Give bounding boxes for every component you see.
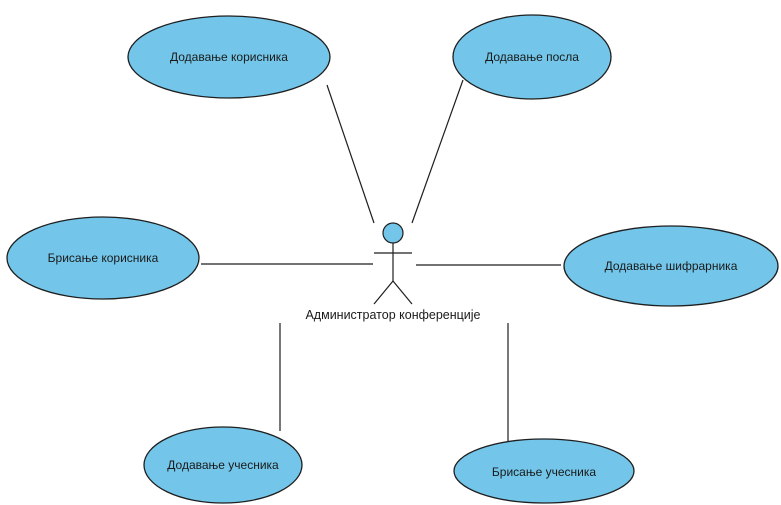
- association-add-job: [411, 79, 464, 224]
- use-case-add-user[interactable]: Додавање корисника: [127, 15, 331, 99]
- use-case-label: Додавање учесника: [167, 458, 279, 472]
- use-case-add-codebook[interactable]: Додавање шифрарника: [563, 225, 779, 307]
- use-case-label: Брисање корисника: [48, 251, 159, 265]
- use-case-label: Додавање шифрарника: [605, 259, 738, 273]
- use-case-delete-participant[interactable]: Брисање учесника: [453, 438, 635, 504]
- use-case-add-participant[interactable]: Додавање учесника: [143, 426, 303, 504]
- use-case-label: Додавање корисника: [170, 50, 288, 64]
- use-case-add-job[interactable]: Додавање посла: [452, 14, 612, 100]
- use-case-ellipse: [127, 15, 331, 99]
- use-case-ellipse: [453, 438, 635, 504]
- use-case-delete-user[interactable]: Брисање корисника: [6, 216, 200, 300]
- association-add-user: [326, 84, 375, 224]
- use-case-ellipse: [563, 225, 779, 307]
- use-case-label: Додавање посла: [485, 50, 579, 64]
- actor-left-leg: [373, 280, 394, 305]
- use-case-label: Брисање учесника: [492, 465, 596, 479]
- actor-right-leg: [392, 280, 413, 305]
- associations: [201, 79, 561, 441]
- actor-head: [382, 222, 404, 244]
- actor[interactable]: Администратор конференције: [305, 222, 481, 322]
- use-case-ellipse: [6, 216, 200, 300]
- use-case-ellipse: [452, 14, 612, 100]
- actor-label: Администратор конференције: [305, 308, 480, 322]
- use-case-ellipse: [143, 426, 303, 504]
